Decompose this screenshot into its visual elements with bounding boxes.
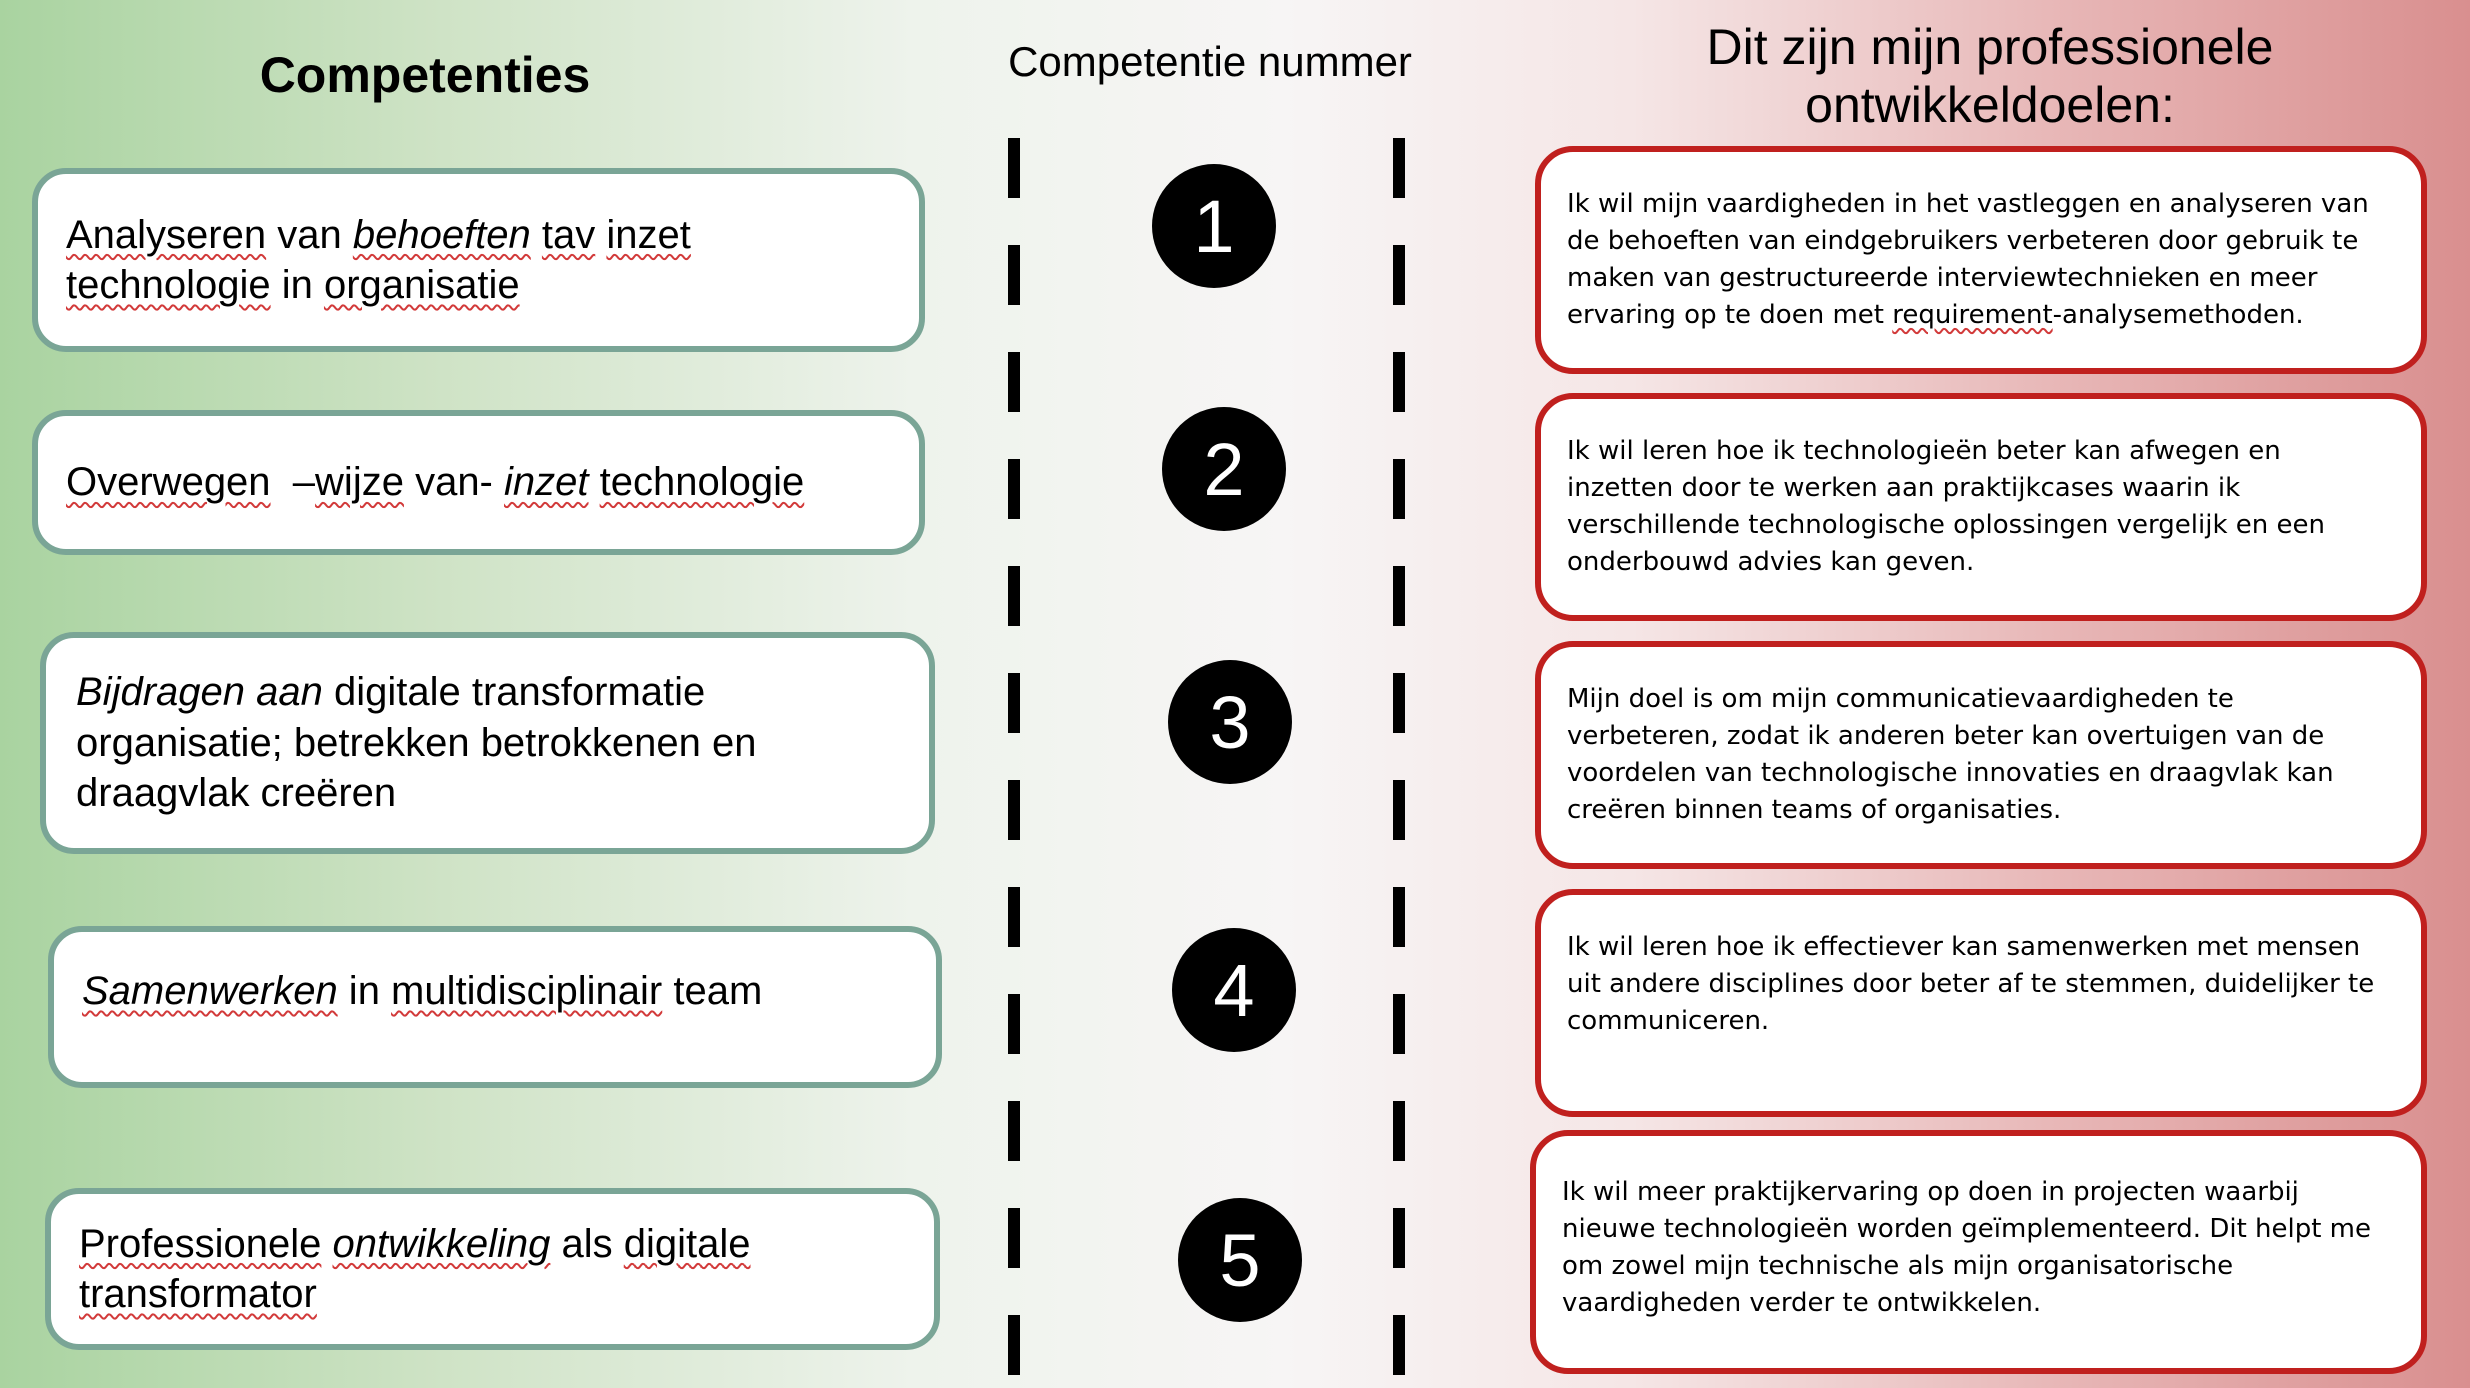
text-run: Ik wil meer praktijkervaring op doen in … [1562, 1177, 2380, 1318]
text-run: technologie [599, 460, 805, 505]
text-run [531, 213, 542, 257]
text-run [321, 1222, 332, 1266]
goal-text-1: Ik wil mijn vaardigheden in het vastlegg… [1567, 189, 2377, 330]
text-run [589, 460, 600, 504]
competency-box-3: Bijdragen aan digitale transformatie org… [40, 632, 935, 854]
dashed-divider-left [1008, 138, 1020, 1388]
goal-box-5: Ik wil meer praktijkervaring op doen in … [1530, 1130, 2427, 1374]
competency-number-4: 4 [1172, 928, 1296, 1052]
competency-number-3: 3 [1168, 660, 1292, 784]
competency-text-1: Analyseren van behoeften tav inzet techn… [66, 210, 891, 311]
text-run: in [337, 969, 392, 1013]
competency-number-2: 2 [1162, 407, 1286, 531]
competency-text-5: Professionele ontwikkeling als digitale … [79, 1219, 906, 1320]
text-run: -analysemethoden. [2052, 299, 2304, 330]
text-run: Ik wil leren hoe ik technologieën beter … [1567, 436, 2334, 577]
text-run: inzet [504, 460, 589, 505]
goals-heading: Dit zijn mijn professionele ontwikkeldoe… [1706, 19, 2274, 133]
competency-text-3: Bijdragen aan digitale transformatie org… [76, 667, 901, 818]
text-run: Ik wil mijn vaardigheden in het vastlegg… [1567, 189, 2377, 330]
competency-number-heading: Competentie nummer [1008, 38, 1412, 85]
goal-box-1: Ik wil mijn vaardigheden in het vastlegg… [1535, 146, 2427, 374]
text-run: wijze [315, 460, 404, 505]
text-run [751, 1222, 762, 1266]
text-run: team [662, 969, 763, 1013]
text-run: requirement [1892, 299, 2053, 330]
goal-text-2: Ik wil leren hoe ik technologieën beter … [1567, 436, 2333, 577]
text-run: Professionele [79, 1221, 322, 1266]
text-run: multidisciplinair [391, 969, 663, 1013]
competency-box-2: Overwegen –wijze van- inzet technologie [32, 410, 925, 555]
text-run: in [270, 263, 324, 307]
text-run: Overwegen [66, 460, 271, 505]
text-run: behoeften [352, 212, 531, 257]
text-run: Bijdragen aan [76, 670, 323, 715]
dashed-divider-right [1393, 138, 1405, 1388]
text-run: Samenwerken [82, 969, 338, 1013]
text-run: ontwikkeling [332, 1221, 551, 1266]
competency-text-4: Samenwerken in multidisciplinair team [82, 966, 762, 1016]
text-run: – [270, 460, 316, 505]
competency-text-2: Overwegen –wijze van- inzet technologie [66, 457, 804, 507]
goal-text-4: Ik wil leren hoe ik effectiever kan same… [1567, 932, 2383, 1036]
goal-text-5: Ik wil meer praktijkervaring op doen in … [1562, 1177, 2379, 1318]
text-run: inzet [606, 212, 691, 257]
text-run: Ik wil leren hoe ik effectiever kan same… [1567, 932, 2383, 1036]
text-run: als [550, 1221, 624, 1266]
text-run: digitale transformatie organisatie; betr… [76, 670, 768, 816]
text-run: Mijn doel is om mijn communicatievaardig… [1567, 684, 2342, 825]
goal-text-3: Mijn doel is om mijn communicatievaardig… [1567, 684, 2342, 825]
text-run: technologie [66, 263, 271, 307]
goal-box-3: Mijn doel is om mijn communicatievaardig… [1535, 641, 2427, 869]
text-run: tav [541, 212, 596, 257]
text-run: Analyseren [66, 212, 267, 257]
text-run: transformator [79, 1272, 317, 1316]
text-run: van- [403, 460, 504, 505]
competency-box-5: Professionele ontwikkeling als digitale … [45, 1188, 940, 1350]
competency-number-1: 1 [1152, 164, 1276, 288]
competency-box-4: Samenwerken in multidisciplinair team [48, 926, 942, 1088]
goal-box-2: Ik wil leren hoe ik technologieën beter … [1535, 393, 2427, 621]
competencies-heading: Competenties [259, 47, 591, 103]
competency-number-5: 5 [1178, 1198, 1302, 1322]
text-run: organisatie [323, 263, 520, 307]
text-run [595, 213, 606, 257]
goal-box-4: Ik wil leren hoe ik effectiever kan same… [1535, 889, 2427, 1117]
text-run: van [266, 212, 353, 257]
competency-box-1: Analyseren van behoeften tav inzet techn… [32, 168, 925, 352]
text-run [691, 213, 702, 257]
text-run: digitale [623, 1221, 751, 1266]
